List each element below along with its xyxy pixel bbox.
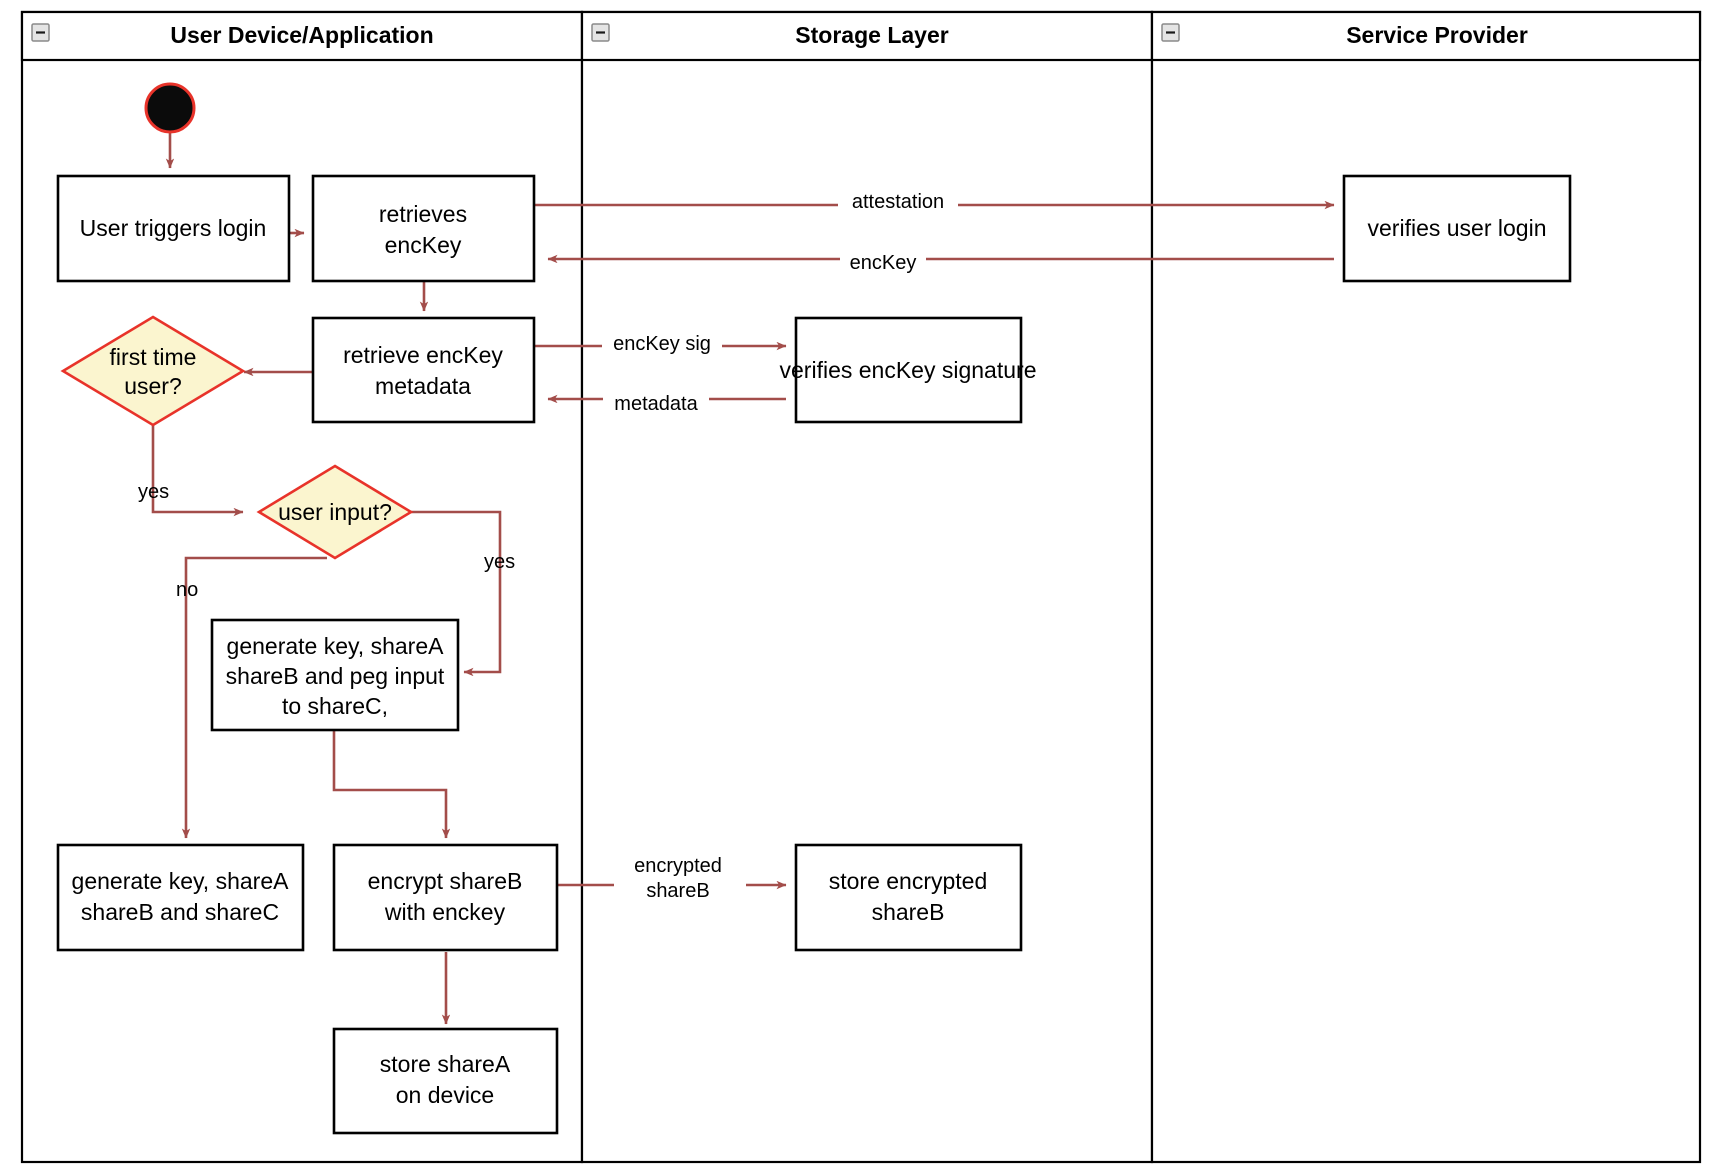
swimlane-storage[interactable]: Storage Layer [580, 10, 1154, 1164]
node-label-store-sharea-line2: on device [396, 1082, 494, 1108]
node-label-verifies-sig: verifies encKey signature [780, 357, 1037, 383]
node-label-peg-line3: to shareC, [282, 693, 388, 719]
node-generate-peg-input[interactable]: generate key, shareA shareB and peg inpu… [210, 618, 460, 732]
edge-firsttime-yes [151, 412, 244, 517]
minus-icon[interactable] [1161, 23, 1180, 42]
node-label-verifies-login: verifies user login [1368, 215, 1547, 241]
edge-label-bg-enckey-sig [602, 332, 722, 358]
node-label-store-enc-line2: shareB [872, 899, 945, 925]
edge-label-bg-attestation [838, 190, 958, 216]
edge-label-no-user-input: no [176, 579, 198, 601]
node-user-input-decision[interactable]: user input? [256, 464, 414, 560]
lane-title-user-device: User Device/Application [170, 22, 433, 48]
node-label-user-triggers-login: User triggers login [80, 215, 267, 241]
node-first-time-user-decision[interactable]: first time user? [60, 315, 246, 427]
node-label-first-time-line2: user? [124, 373, 182, 399]
node-label-encrypt-line2: with enckey [384, 899, 506, 925]
node-verifies-user-login[interactable]: verifies user login [1342, 174, 1572, 283]
node-label-retrieves-line1: retrieves [379, 201, 467, 227]
edge-label-yes-user-input: yes [484, 551, 515, 573]
node-label-retrieve-meta-line2: metadata [375, 373, 471, 399]
lane-header-user-device [20, 10, 584, 62]
node-label-encrypt-line1: encrypt shareB [368, 868, 523, 894]
edge-label-enckey-sig: encKey sig [613, 333, 711, 355]
node-label-store-sharea-line1: store shareA [380, 1051, 511, 1077]
node-verifies-enckey-signature[interactable]: verifies encKey signature [780, 316, 1037, 424]
edge-label-attestation: attestation [852, 191, 944, 213]
lane-title-service-provider: Service Provider [1346, 22, 1528, 48]
node-generate-shares[interactable]: generate key, shareA shareB and shareC [56, 843, 305, 952]
lane-body-storage [580, 10, 1154, 1164]
node-store-sharea-on-device[interactable]: store shareA on device [332, 1027, 559, 1135]
edge-label-bg-metadata [603, 390, 709, 416]
edge-label-encrypted-line2: shareB [646, 880, 709, 902]
node-label-first-time-line1: first time [110, 344, 197, 370]
edge-peg-to-encrypt [332, 730, 451, 839]
node-label-shares-line2: shareB and shareC [81, 899, 279, 925]
edge-userinput-no [181, 556, 327, 839]
minus-icon[interactable] [31, 23, 50, 42]
node-label-user-input: user input? [278, 499, 392, 525]
node-label-store-enc-line1: store encrypted [829, 868, 988, 894]
node-encrypt-shareb[interactable]: encrypt shareB with enckey [332, 843, 559, 952]
node-retrieve-enckey-metadata[interactable]: retrieve encKey metadata [311, 316, 536, 424]
node-user-triggers-login[interactable]: User triggers login [56, 174, 291, 283]
node-retrieves-enckey[interactable]: retrieves encKey [311, 174, 536, 283]
initial-node[interactable] [144, 82, 196, 134]
edge-label-metadata: metadata [614, 393, 698, 415]
edge-label-bg-enckey [840, 248, 926, 274]
lane-header-service-provider [1150, 10, 1702, 62]
minus-icon[interactable] [591, 23, 610, 42]
node-label-retrieves-line2: encKey [385, 232, 462, 258]
lane-title-storage: Storage Layer [795, 22, 948, 48]
node-label-peg-line2: shareB and peg input [226, 663, 445, 689]
edge-label-yes-first-time: yes [138, 481, 169, 503]
lane-header-storage [580, 10, 1154, 62]
edge-label-enckey: encKey [850, 252, 917, 274]
edge-label-bg-encrypted [614, 850, 746, 904]
edge-label-encrypted-line1: encrypted [634, 855, 722, 877]
node-label-peg-line1: generate key, shareA [227, 633, 445, 659]
edge-userinput-yes [411, 510, 502, 677]
node-label-shares-line1: generate key, shareA [72, 868, 290, 894]
node-store-encrypted-shareb[interactable]: store encrypted shareB [794, 843, 1023, 952]
node-label-retrieve-meta-line1: retrieve encKey [343, 342, 503, 368]
